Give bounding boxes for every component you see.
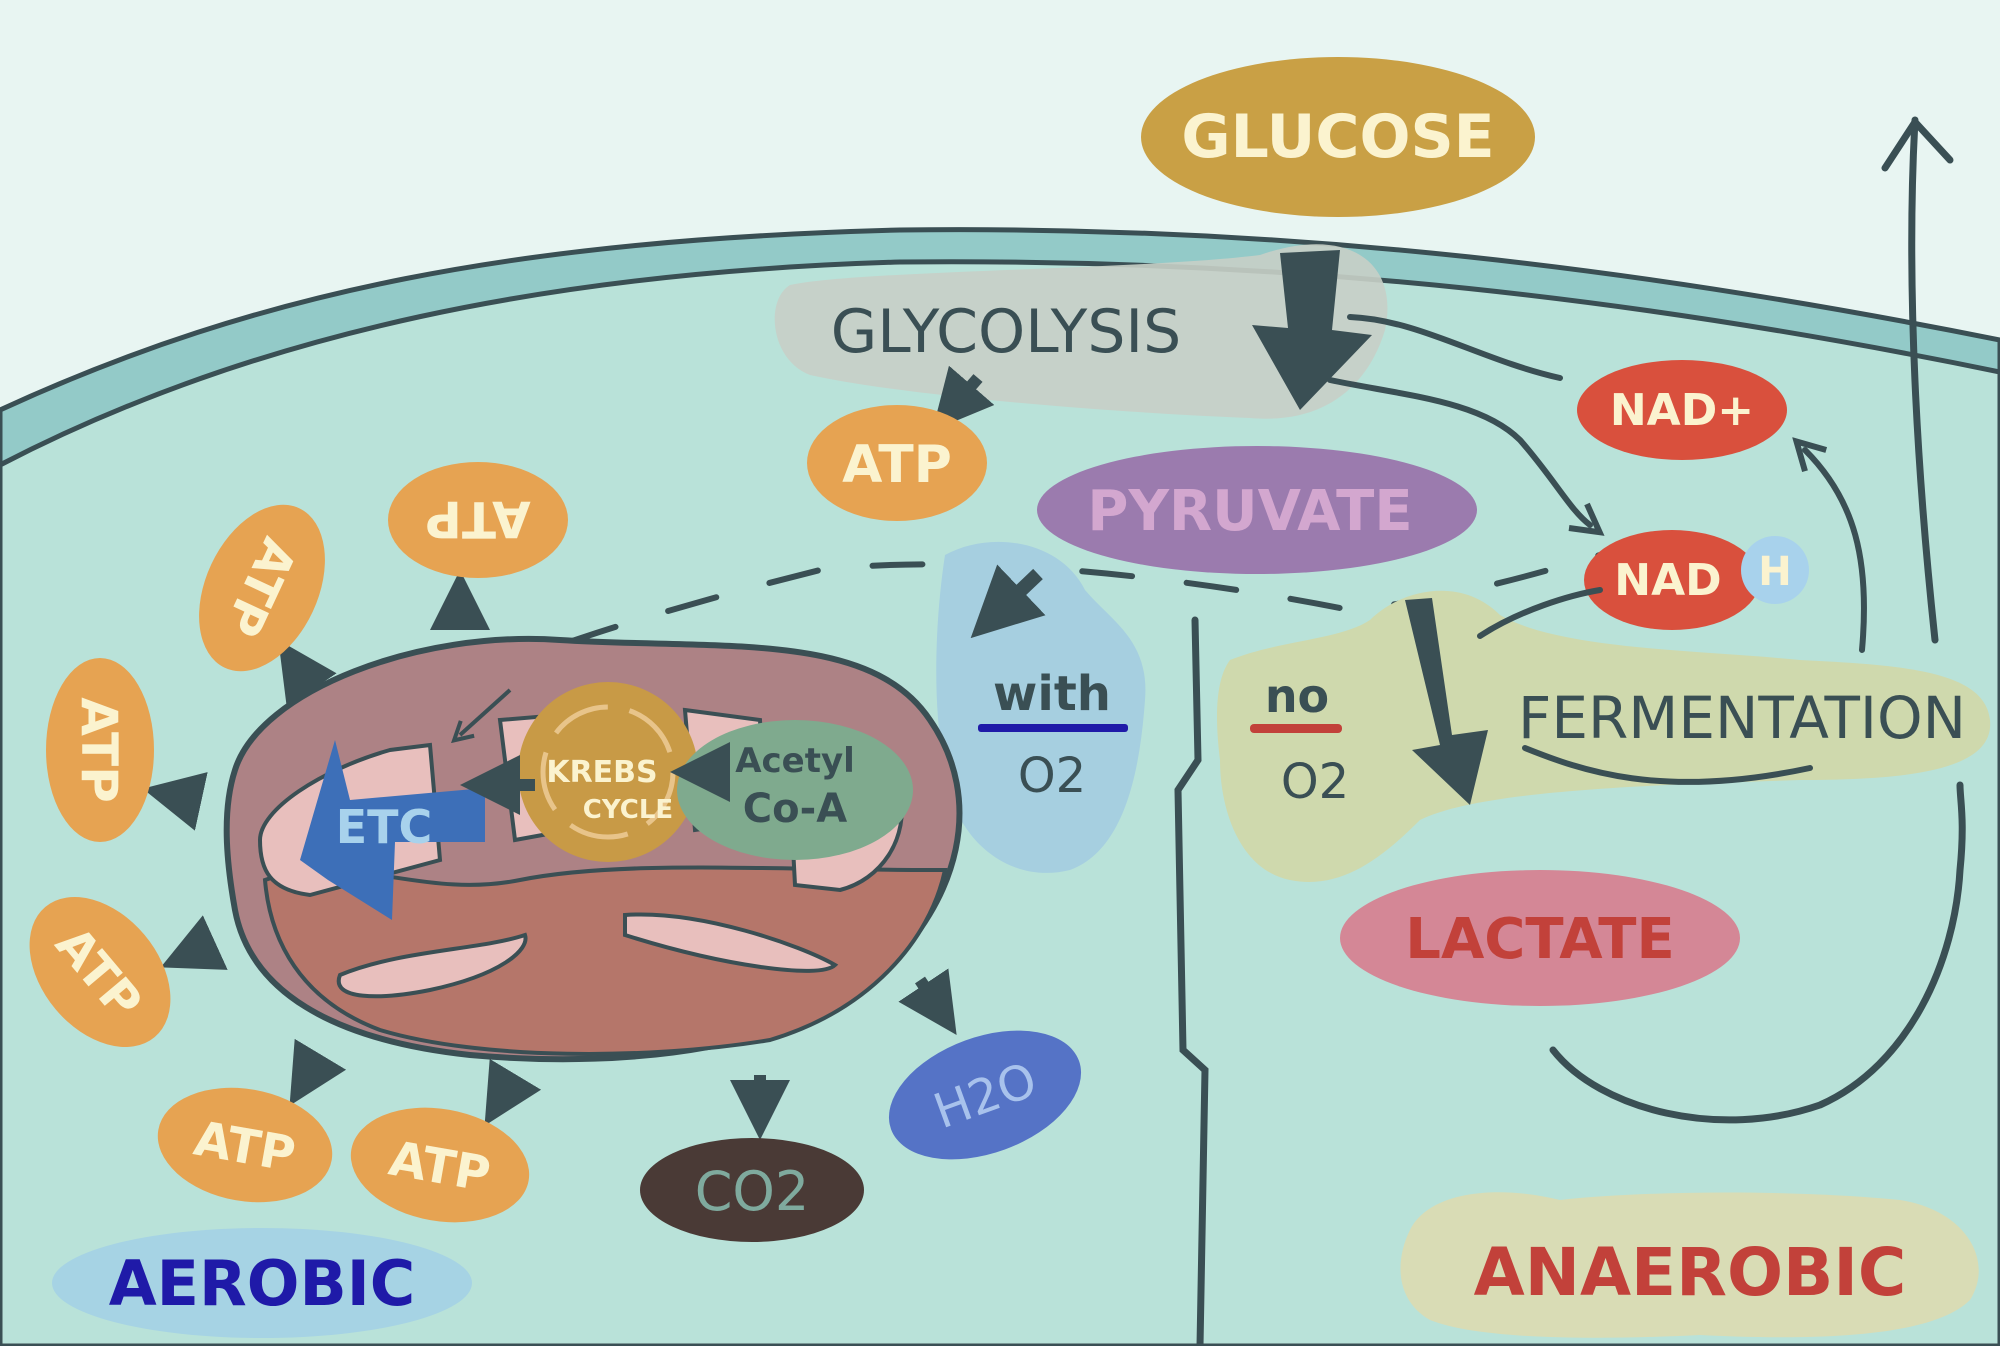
h-badge bbox=[1741, 536, 1809, 604]
atp-blob-4 bbox=[29, 896, 171, 1048]
no-o2-blob bbox=[1217, 590, 1991, 882]
atp-label-3: ATP bbox=[70, 697, 128, 803]
etc-label: ETC bbox=[336, 800, 433, 854]
h2o-arrow bbox=[898, 968, 957, 1035]
glycolysis-label: GLYCOLYSIS bbox=[831, 297, 1181, 367]
no-label: no bbox=[1265, 669, 1329, 723]
glycolysis-to-nad-arrow bbox=[1327, 377, 1590, 525]
co2-blob bbox=[640, 1138, 864, 1242]
pyruvate-label: PYRUVATE bbox=[1087, 479, 1412, 544]
h2o-blob bbox=[888, 1030, 1082, 1160]
anaerobic-label: ANAEROBIC bbox=[1474, 1234, 1907, 1311]
matrix-cristae bbox=[336, 912, 839, 999]
pyruvate-blob bbox=[1037, 446, 1477, 574]
mitochondrion-matrix bbox=[262, 865, 948, 1056]
co2-label: CO2 bbox=[695, 1160, 810, 1223]
lactate-label: LACTATE bbox=[1405, 907, 1674, 972]
acetyl-label-line2: Co-A bbox=[743, 786, 847, 832]
exit-arrow bbox=[1908, 116, 1939, 644]
fermentation-arrow bbox=[1405, 598, 1488, 805]
no-o2-label: O2 bbox=[1281, 754, 1349, 810]
atp-blob-3 bbox=[46, 658, 154, 842]
acetyl-coa-blob bbox=[677, 720, 913, 860]
atp-arrow-2 bbox=[278, 640, 337, 707]
atp-blob-1 bbox=[388, 462, 568, 578]
krebs-label-line1: KREBS bbox=[546, 755, 657, 790]
glycolysis-band bbox=[774, 244, 1388, 419]
h-label: H bbox=[1758, 549, 1791, 595]
pyruvate-to-aerobic-arrow bbox=[970, 564, 1046, 639]
fermentation-label: FERMENTATION bbox=[1518, 684, 1966, 752]
atp-blob-glycolysis bbox=[807, 405, 987, 521]
glycolysis-to-nad-plus-line bbox=[1347, 314, 1563, 381]
atp-arrow-3 bbox=[142, 772, 208, 831]
atp-label-glycolysis: ATP bbox=[842, 435, 952, 495]
nad-to-fermentation-curve bbox=[1477, 587, 1603, 639]
nad-blob bbox=[1584, 530, 1760, 630]
glycolysis-atp-arrow bbox=[932, 365, 995, 431]
glycolysis-arrow bbox=[1252, 250, 1372, 410]
nad-plus-label: NAD+ bbox=[1610, 385, 1754, 436]
atp-blob-2 bbox=[199, 504, 325, 672]
aerobic-label: AEROBIC bbox=[109, 1247, 416, 1320]
with-label: with bbox=[993, 666, 1111, 722]
atp-arrow-5 bbox=[289, 1038, 347, 1106]
atp-blob-6 bbox=[350, 1107, 530, 1223]
anaerobic-blob bbox=[1400, 1192, 1979, 1338]
krebs-label-line2: CYCLE bbox=[583, 795, 673, 825]
atp-arrow-6 bbox=[484, 1058, 542, 1126]
fermentation-to-nad-plus-arrow bbox=[1805, 450, 1867, 653]
with-o2-label: O2 bbox=[1018, 748, 1086, 804]
divider-line bbox=[1174, 616, 1209, 1346]
nad-plus-blob bbox=[1577, 360, 1787, 460]
nad-label: NAD bbox=[1614, 555, 1721, 606]
no-underline bbox=[1250, 724, 1342, 733]
etc-arrow-shape bbox=[300, 740, 485, 920]
aerobic-blob bbox=[52, 1228, 472, 1338]
glucose-blob bbox=[1141, 57, 1535, 217]
lactate-blob bbox=[1340, 870, 1740, 1006]
fermentation-curve bbox=[1522, 745, 1813, 785]
acetyl-label-line1: Acetyl bbox=[735, 741, 855, 781]
atp-arrow-4 bbox=[160, 915, 228, 970]
lactate-loop-arrow bbox=[1549, 781, 1966, 1124]
with-underline bbox=[978, 724, 1128, 732]
exit-arrow-head bbox=[1881, 118, 1954, 172]
atp-blob-5 bbox=[157, 1087, 333, 1203]
atp-label-1: ATP bbox=[425, 490, 531, 548]
pyruvate-into-mito-arrow bbox=[460, 688, 512, 735]
glucose-label: GLUCOSE bbox=[1181, 102, 1494, 172]
